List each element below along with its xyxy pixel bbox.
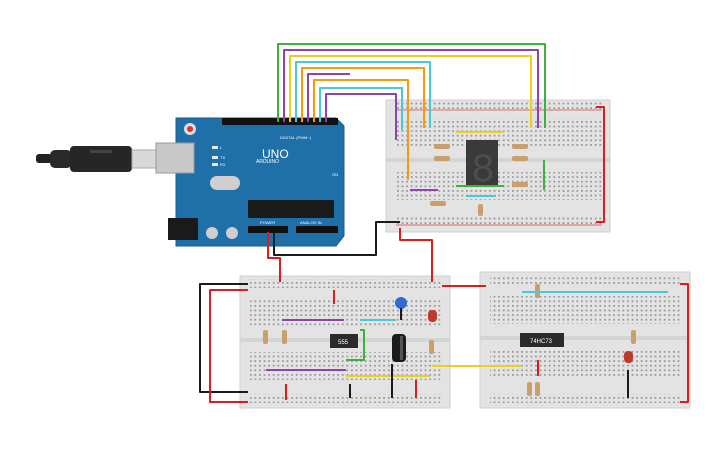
usb-logo-mark	[90, 150, 112, 153]
display-body	[466, 140, 498, 186]
chip-label-555: 555	[338, 340, 349, 346]
atmega-chip	[248, 200, 334, 218]
wire-black-gnd[interactable]	[273, 221, 400, 256]
analog-header	[296, 226, 338, 233]
wire-green[interactable]	[277, 43, 546, 128]
usb-plug-body	[70, 146, 132, 172]
resistor	[512, 156, 528, 161]
rx-led	[212, 163, 218, 166]
tx-label: TX	[220, 155, 225, 160]
center-channel	[480, 336, 690, 340]
resistor	[430, 201, 446, 206]
electrolytic-capacitor[interactable]	[392, 334, 406, 362]
analog-label: ANALOG IN	[300, 220, 322, 225]
wire-green-b2	[346, 329, 365, 361]
resistor	[527, 382, 532, 396]
ceramic-capacitor[interactable]	[395, 297, 407, 309]
resistor	[512, 182, 528, 187]
arduino-uno-board[interactable]: ARDUINO UNO DIGITAL (PWM~) POWER ANALOG …	[155, 117, 345, 247]
resistor	[434, 156, 450, 161]
terminal-strip-bottom	[490, 350, 682, 378]
resistor	[512, 144, 528, 149]
terminal-strip-top	[250, 298, 442, 326]
resistor	[282, 330, 287, 344]
wire-red-left[interactable]	[209, 289, 248, 403]
chip-label-74hc73: 74HC73	[530, 339, 553, 345]
usb-b-port	[155, 142, 195, 174]
resistor	[478, 204, 483, 216]
usb-cable-tail	[36, 154, 52, 163]
capacitor-body	[392, 334, 406, 362]
wire-cyan-2[interactable]	[319, 87, 403, 130]
resistor	[429, 340, 434, 354]
wire-purple[interactable]	[283, 49, 539, 128]
terminal-strip-top	[490, 296, 682, 324]
chip-body	[330, 334, 358, 348]
led-red-timer[interactable]	[428, 310, 437, 322]
timer-555-chip[interactable]: 555	[330, 334, 358, 348]
rx-label: RX	[220, 162, 226, 167]
resistor	[434, 144, 450, 149]
tx-led	[212, 156, 218, 159]
digital-label: DIGITAL (PWM~)	[280, 135, 312, 140]
power-rail-bottom	[396, 216, 602, 225]
crystal	[210, 176, 240, 190]
l-label: L	[220, 145, 223, 150]
arduino-model: UNO	[262, 147, 289, 161]
usb-plug-metal	[131, 149, 159, 169]
capacitor-1	[206, 227, 218, 239]
led-body	[428, 310, 437, 322]
digital-header	[222, 118, 338, 125]
power-rail-bottom	[250, 394, 442, 403]
counter-74hc73-chip[interactable]: 74HC73	[520, 333, 564, 347]
wire-red-vcc[interactable]	[399, 228, 433, 282]
led-red-counter[interactable]	[624, 351, 633, 363]
wire-red-5v[interactable]	[267, 232, 281, 282]
wire-black-left[interactable]	[199, 283, 248, 393]
power-header	[248, 226, 288, 233]
power-label: POWER	[260, 220, 275, 225]
wire-orange-2[interactable]	[313, 79, 409, 180]
power-rail-top	[250, 279, 442, 288]
arduino-brand: ARDUINO	[256, 159, 279, 165]
capacitor-stripe	[400, 336, 403, 360]
reset-button-cap	[187, 126, 193, 132]
wire-cyan[interactable]	[295, 61, 431, 128]
power-rail-top	[490, 276, 682, 285]
capacitor-2	[226, 227, 238, 239]
breadboard-counter[interactable]	[479, 271, 691, 409]
usb-cable-boot	[50, 150, 72, 168]
on-label: ON	[332, 172, 338, 177]
resistor	[263, 330, 268, 344]
wire-red-rail[interactable]	[596, 106, 605, 223]
wire-purple-3[interactable]	[325, 93, 397, 140]
wire-purple-2[interactable]	[307, 73, 350, 122]
power-rail-bottom	[490, 394, 682, 403]
chip-body	[520, 333, 564, 347]
wire-orange[interactable]	[301, 67, 425, 128]
resistor	[535, 382, 540, 396]
l-led	[212, 146, 218, 149]
wire-yellow[interactable]	[289, 55, 532, 128]
power-jack	[168, 218, 198, 240]
display-resistors	[430, 144, 528, 216]
power-rail-top	[396, 102, 602, 111]
resistor	[631, 330, 636, 344]
wire-red-right[interactable]	[680, 283, 689, 403]
wires[interactable]	[199, 43, 689, 403]
usb-cable[interactable]	[36, 146, 159, 172]
display-digit: 8	[471, 149, 495, 194]
